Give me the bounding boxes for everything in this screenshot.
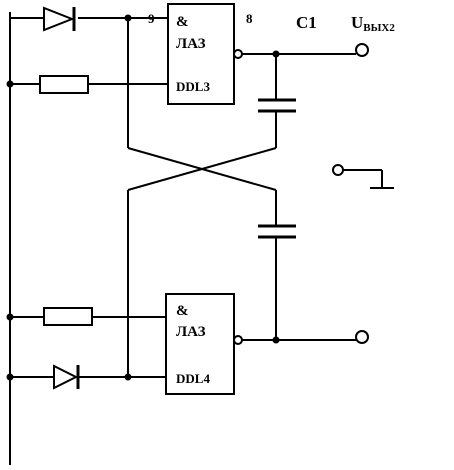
junction-dot [6,313,14,321]
top-diode [43,6,76,32]
junction-dot [272,336,280,344]
gate-ddl4 [165,293,235,395]
top-resistor [39,75,89,94]
gate-ddl3-output-bubble [233,49,243,59]
ground-terminal [332,164,344,176]
output-label-sub: ВЫХ2 [363,22,395,34]
capacitor-c1-label: C1 [296,13,317,32]
gate-ddl4-type: ЛАЗ [176,324,206,340]
junction-dot [6,373,14,381]
capacitor-c1 [258,98,296,113]
capacitor-c2 [258,224,296,239]
junction-dot [6,80,14,88]
gate-ddl4-name: DDL4 [176,371,210,386]
junction-dot [124,373,132,381]
gate-ddl3-symbol: & [176,14,189,30]
output-label-main: U [351,13,363,32]
gate-ddl3-name: DDL3 [176,79,210,94]
cross-wire-b [127,147,277,191]
gate-ddl3 [167,3,235,105]
output-label: UВЫХ2 [351,13,395,34]
gate-ddl4-output-bubble [233,335,243,345]
output-terminal-top [355,43,369,57]
output-terminal-bottom [355,330,369,344]
pin-9-label: 9 [148,11,155,26]
gate-ddl3-type: ЛАЗ [176,36,206,52]
bottom-resistor [43,307,93,326]
bottom-diode [53,364,80,390]
junction-dot [124,14,132,22]
gate-ddl4-symbol: & [176,303,189,319]
pin-8-label: 8 [246,11,253,26]
